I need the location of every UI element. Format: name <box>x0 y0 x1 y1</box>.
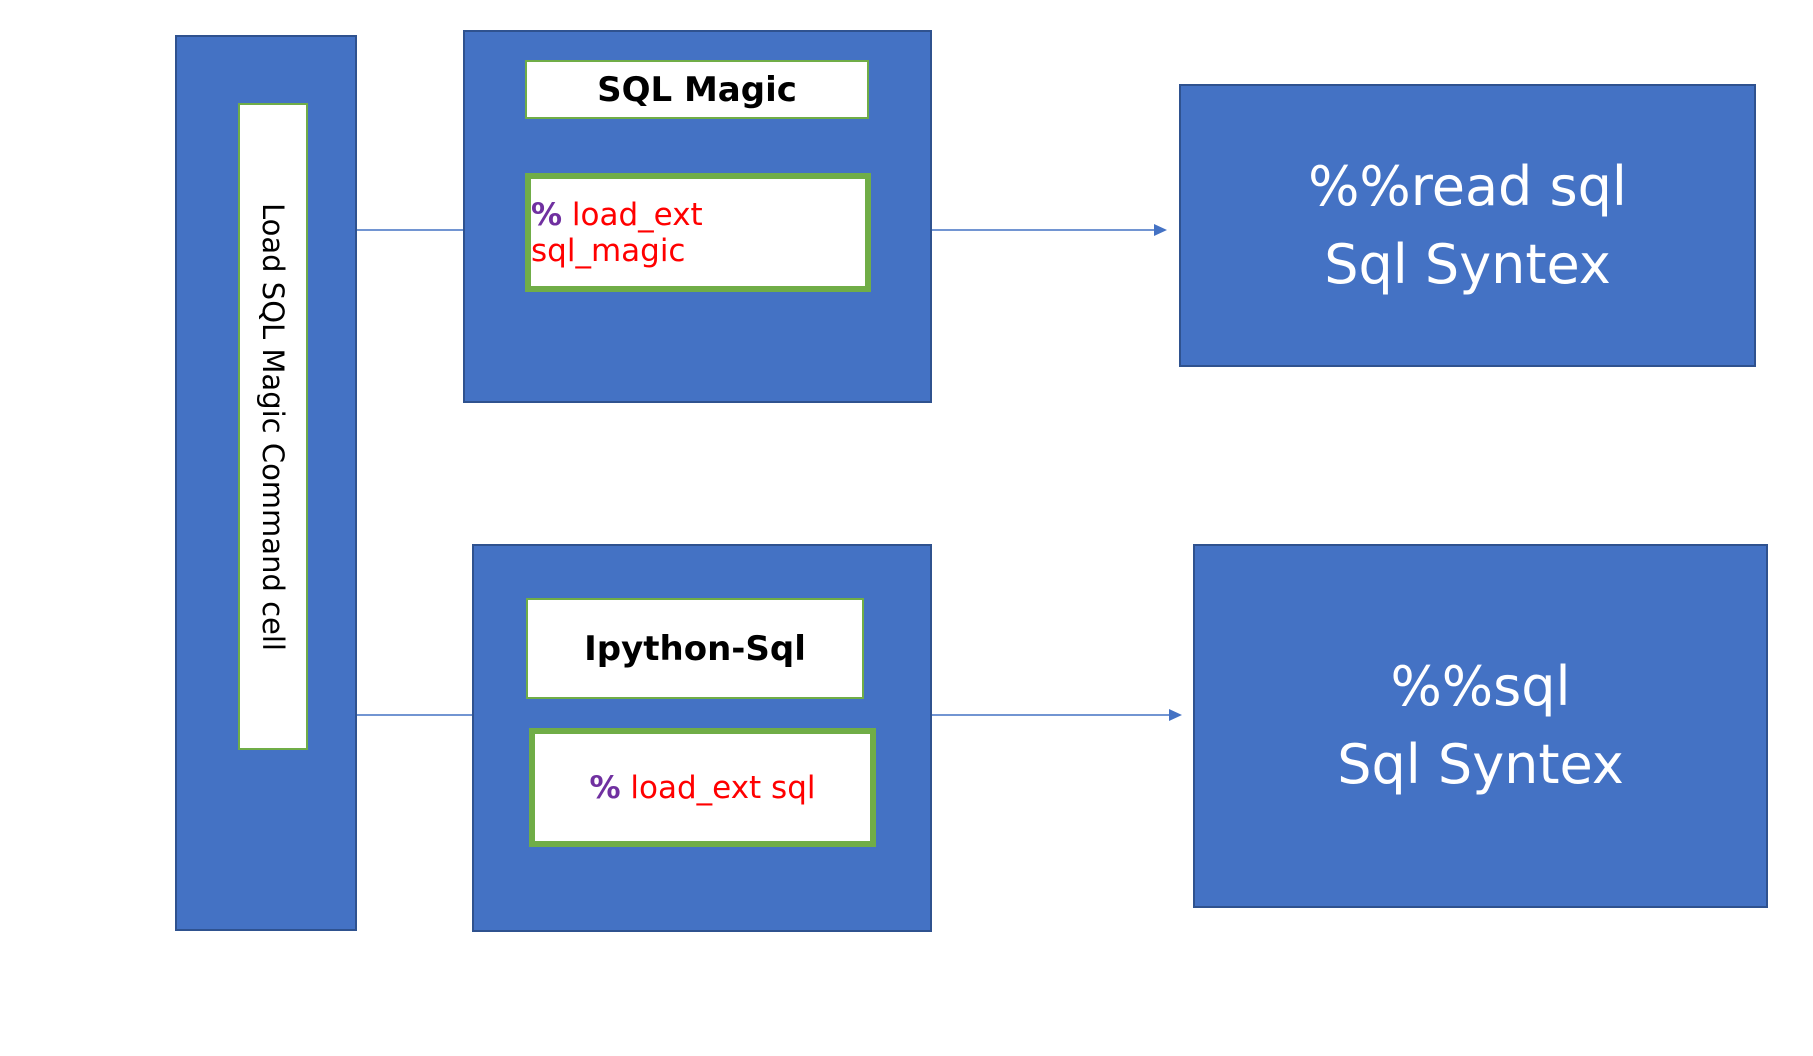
sql-result-line2: Sql Syntex <box>1337 733 1624 796</box>
ipython-sql-command-text: load_ext sql <box>630 769 816 806</box>
sql-result-box: %%sql Sql Syntex <box>1193 544 1768 908</box>
ipython-sql-title: Ipython-Sql <box>584 628 806 669</box>
read-sql-result-line1: %%read sql <box>1308 154 1627 218</box>
sql-magic-title: SQL Magic <box>597 69 797 110</box>
ipython-sql-command-percent: % <box>589 769 621 806</box>
ipython-sql-command: % load_ext sql <box>590 770 816 806</box>
sql-magic-command-box: % load_ext sql_magic <box>525 173 871 292</box>
ipython-sql-title-box: Ipython-Sql <box>526 598 864 699</box>
left-label-box: Load SQL Magic Command cell <box>238 103 308 750</box>
sql-magic-title-box: SQL Magic <box>525 60 869 119</box>
read-sql-result-line2: Sql Syntex <box>1324 232 1611 296</box>
sql-magic-command-percent: % <box>531 196 563 233</box>
left-panel-label: Load SQL Magic Command cell <box>256 202 290 651</box>
arrow-bottom-head <box>1169 709 1182 721</box>
sql-result-line1: %%sql <box>1390 655 1571 718</box>
arrow-top-head <box>1154 224 1167 236</box>
read-sql-result-box: %%read sql Sql Syntex <box>1179 84 1756 367</box>
sql-magic-command: % load_ext sql_magic <box>531 197 865 269</box>
sql-magic-command-text: load_ext sql_magic <box>531 196 703 269</box>
ipython-sql-command-box: % load_ext sql <box>529 728 876 847</box>
